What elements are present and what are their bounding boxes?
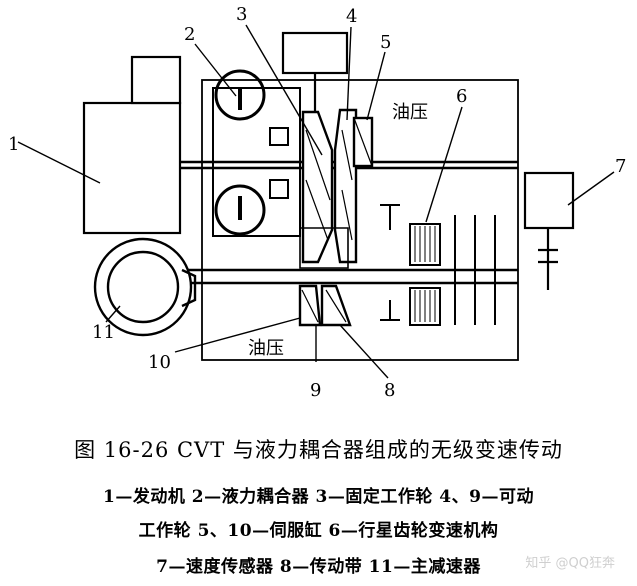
primary-pulley (301, 108, 374, 264)
label-6: 6 (456, 86, 467, 107)
label-1: 1 (8, 134, 19, 155)
label-11: 11 (92, 322, 115, 343)
label-4: 4 (346, 6, 357, 27)
label-2: 2 (184, 24, 195, 45)
planetary-gear-set (380, 204, 496, 326)
oil-pressure-top: 油压 (392, 102, 428, 123)
engine (82, 55, 182, 235)
watermark: 知乎 @QQ狂奔 (525, 556, 615, 571)
cvt-diagram: 1 2 3 4 5 6 7 8 9 10 11 油压 油压 (8, 4, 626, 401)
final-drive (93, 237, 197, 337)
oil-pressure-bottom: 油压 (248, 338, 284, 359)
figure-caption: 图 16-26 CVT 与液力耦合器组成的无级变速传动 (74, 438, 563, 462)
label-7: 7 (615, 156, 626, 177)
legend-line-3: 7—速度传感器 8—传动带 11—主减速器 (156, 557, 481, 577)
secondary-pulley (298, 227, 352, 327)
label-9: 9 (310, 380, 321, 401)
label-8: 8 (384, 380, 395, 401)
legend-line-1: 1—发动机 2—液力耦合器 3—固定工作轮 4、9—可动 (103, 487, 534, 507)
speed-sensor (523, 171, 575, 290)
label-10: 10 (148, 352, 171, 373)
legend-line-2: 工作轮 5、10—伺服缸 6—行星齿轮变速机构 (138, 521, 499, 541)
label-5: 5 (380, 32, 391, 53)
label-3: 3 (236, 4, 247, 25)
